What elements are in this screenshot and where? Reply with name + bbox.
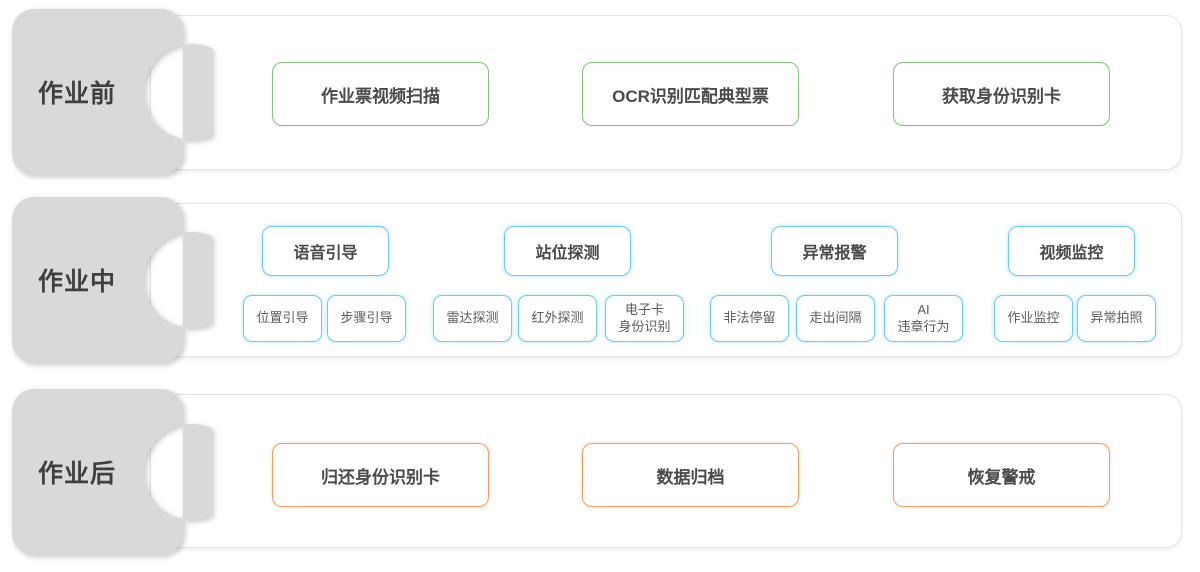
sub-box-abnormal-photo: 异常拍照 bbox=[1077, 295, 1156, 342]
sub-box-work-monitor: 作业监控 bbox=[994, 295, 1073, 342]
group-box-voice-guide: 语音引导 bbox=[262, 226, 389, 276]
section-post-work: 作业后 归还身份识别卡 数据归档 恢复警戒 bbox=[0, 389, 1200, 555]
step-box-restore-alert: 恢复警戒 bbox=[893, 443, 1110, 507]
section-label-post-work: 作业后 bbox=[37, 460, 116, 488]
sub-box-step-guide: 步骤引导 bbox=[327, 295, 406, 342]
sub-box-infrared-detect: 红外探测 bbox=[518, 295, 597, 342]
sub-box-location-guide: 位置引导 bbox=[243, 295, 322, 342]
group-box-video-monitor: 视频监控 bbox=[1008, 226, 1135, 276]
step-box-get-id-card: 获取身份识别卡 bbox=[893, 62, 1110, 126]
sub-box-ecard-identity: 电子卡 身份识别 bbox=[605, 295, 684, 342]
section-label-pre-work: 作业前 bbox=[37, 80, 116, 108]
step-box-data-archive: 数据归档 bbox=[582, 443, 799, 507]
group-box-position-detect: 站位探测 bbox=[504, 226, 631, 276]
section-during-work: 作业中 语音引导 站位探测 异常报警 视频监控 位置引导 步骤引导 雷达探测 红… bbox=[0, 197, 1200, 363]
group-box-abnormal-alarm: 异常报警 bbox=[771, 226, 898, 276]
sub-box-illegal-stay: 非法停留 bbox=[710, 295, 789, 342]
section-pre-work: 作业前 作业票视频扫描 OCR识别匹配典型票 获取身份识别卡 bbox=[0, 9, 1200, 175]
step-box-ocr-match: OCR识别匹配典型票 bbox=[582, 62, 799, 126]
sub-box-radar-detect: 雷达探测 bbox=[433, 295, 512, 342]
section-label-during-work: 作业中 bbox=[37, 268, 116, 296]
sub-box-ai-violation: AI 违章行为 bbox=[884, 295, 963, 342]
step-box-ticket-video-scan: 作业票视频扫描 bbox=[272, 62, 489, 126]
sub-box-leave-interval: 走出间隔 bbox=[796, 295, 875, 342]
step-box-return-id-card: 归还身份识别卡 bbox=[272, 443, 489, 507]
during-work-tab-shape bbox=[12, 197, 212, 363]
post-work-tab-shape bbox=[12, 389, 212, 555]
pre-work-tab-shape bbox=[12, 9, 212, 175]
